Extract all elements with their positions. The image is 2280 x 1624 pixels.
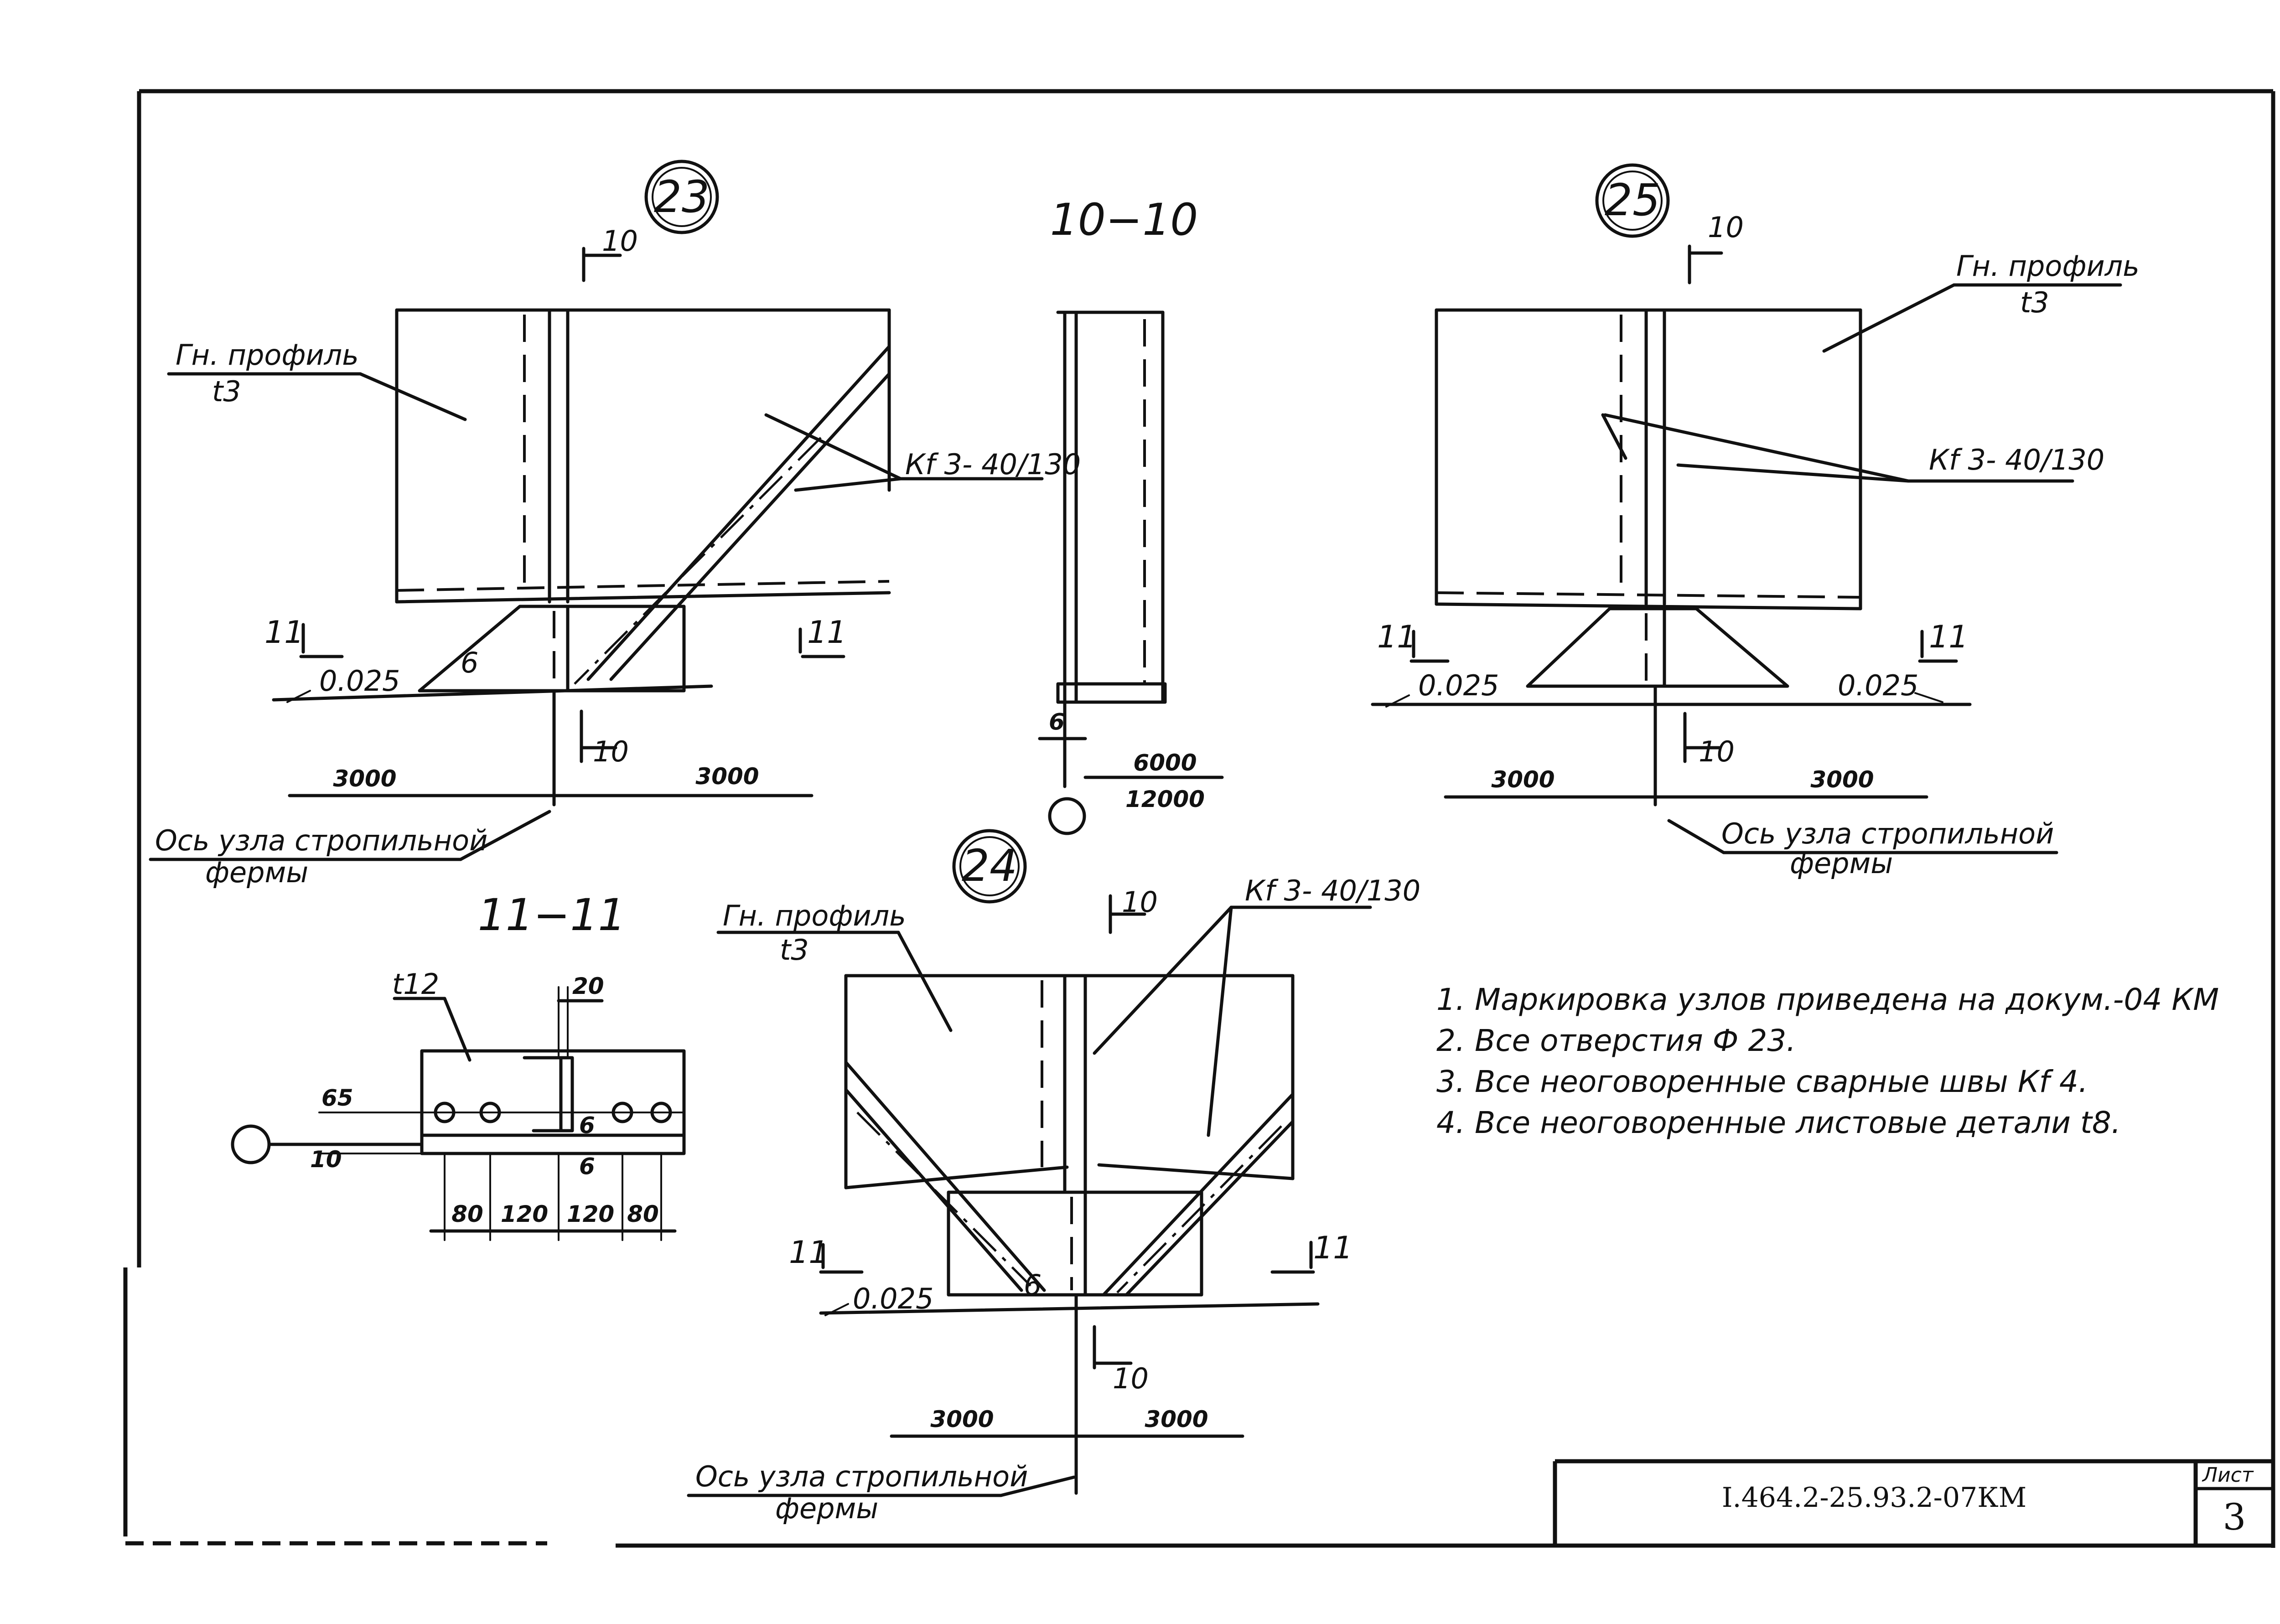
node-25-profile-label: Гн. профиль [1956, 249, 2140, 283]
drawing-code: I.464.2-25.93.2-07КМ [1722, 1482, 2026, 1514]
section-11-weld-6a: 6 [579, 1112, 595, 1138]
node-24-cut-11-right: 11 [1313, 1230, 1353, 1266]
section-11-dim-10: 10 [310, 1146, 342, 1173]
node-24-dim-left: 3000 [930, 1406, 994, 1433]
section-11-dim-80-left: 80 [451, 1201, 483, 1227]
node-23-weld-leg: 6 [461, 646, 478, 679]
section-11-dim-120-right: 120 [567, 1201, 614, 1227]
note-2: 2. Все отверстия Ф 23. [1436, 1023, 1796, 1058]
node-23-axis-label-2: фермы [205, 856, 308, 889]
node-23-slope: 0.025 [319, 664, 400, 698]
node-23-cut-11-left: 11 [264, 615, 304, 651]
node-25-cut-10-bottom: 10 [1699, 735, 1735, 768]
drawing-frame [123, 89, 2275, 1548]
section-10-dim-6000: 6000 [1133, 750, 1197, 776]
section-11-dim-20: 20 [572, 973, 604, 999]
title-block: I.464.2-25.93.2-07КМ Лист 3 [1553, 1459, 2275, 1546]
section-10-dim-6: 6 [1049, 709, 1065, 735]
node-23-cut-10-bottom: 10 [593, 735, 629, 768]
node-23-dim-right: 3000 [695, 763, 759, 790]
general-notes: 1. Маркировка узлов приведена на докум.-… [1436, 982, 2219, 1140]
note-3: 3. Все неоговоренные сварные швы Кf 4. [1436, 1064, 2088, 1099]
section-11-dim-120-left: 120 [501, 1201, 548, 1227]
node-25-profile-t: t3 [2020, 286, 2049, 319]
section-10-10-title: 10−10 [1050, 194, 1198, 245]
sheet-label: Лист [2202, 1464, 2254, 1487]
note-1: 1. Маркировка узлов приведена на докум.-… [1436, 982, 2219, 1017]
node-25-cut-11-left: 11 [1377, 619, 1417, 655]
node-25-number: 25 [1605, 175, 1660, 226]
node-23-profile-label: Гн. профиль [176, 338, 359, 372]
node-24-number: 24 [962, 840, 1017, 891]
node-23-dim-left: 3000 [333, 765, 396, 792]
node-23-cut-10-top: 10 [602, 224, 638, 258]
section-10-dim-12000: 12000 [1125, 786, 1205, 812]
node-24-profile-label: Гн. профиль [723, 899, 906, 932]
node-24-axis-label-1: Ось узла стропильной [695, 1460, 1028, 1493]
node-24-cut-10-bottom: 10 [1113, 1362, 1149, 1395]
node-25-cut-10-top: 10 [1708, 211, 1744, 244]
node-24-profile-t: t3 [780, 933, 809, 967]
node-25-drawing: 25 10 0.025 0.025 11 11 10 3000 3000 [1371, 163, 2140, 880]
node-24-dim-right: 3000 [1145, 1406, 1208, 1433]
node-25-slope-left: 0.025 [1418, 669, 1499, 702]
node-23-weld-label: Кf 3- 40/130 [905, 448, 1081, 481]
section-11-plate-label: t12 [392, 967, 439, 1001]
sheet-number: 3 [2223, 1496, 2246, 1538]
section-11-11-drawing: 11−11 65 10 6 6 t12 20 80 120 120 80 [231, 890, 686, 1241]
node-23-profile-t: t3 [212, 375, 241, 408]
node-24-cut-10-top: 10 [1122, 885, 1158, 919]
node-25-slope-right: 0.025 [1838, 669, 1919, 702]
node-25-cut-11-right: 11 [1929, 619, 1969, 655]
node-23-number: 23 [654, 171, 710, 222]
note-4: 4. Все неоговоренные листовые детали t8. [1436, 1105, 2121, 1140]
node-23-axis-label-1: Ось узла стропильной [155, 824, 487, 857]
node-24-slope: 0.025 [853, 1282, 934, 1315]
section-11-dim-65: 65 [321, 1085, 353, 1111]
node-23-drawing: 23 10 6 0.025 11 11 [149, 160, 1081, 889]
node-24-weld-leg: 6 [1024, 1268, 1042, 1302]
node-23-cut-11-right: 11 [807, 615, 847, 651]
section-11-dim-80-right: 80 [627, 1201, 659, 1227]
section-10-10-drawing: 10−10 6 6000 12000 [1038, 194, 1224, 835]
node-24-weld-label: Кf 3- 40/130 [1245, 874, 1420, 907]
section-11-11-title: 11−11 [478, 890, 626, 941]
node-24-drawing: 24 10 6 0.025 11 11 [687, 829, 1420, 1525]
node-25-dim-left: 3000 [1491, 766, 1555, 793]
node-25-axis-label-2: фермы [1790, 847, 1893, 880]
node-24-axis-label-2: фермы [775, 1492, 878, 1525]
node-25-axis-label-1: Ось узла стропильной [1721, 817, 2054, 850]
section-11-weld-6b: 6 [579, 1153, 595, 1179]
node-25-dim-right: 3000 [1810, 766, 1874, 793]
node-25-weld-label: Кf 3- 40/130 [1929, 443, 2104, 476]
